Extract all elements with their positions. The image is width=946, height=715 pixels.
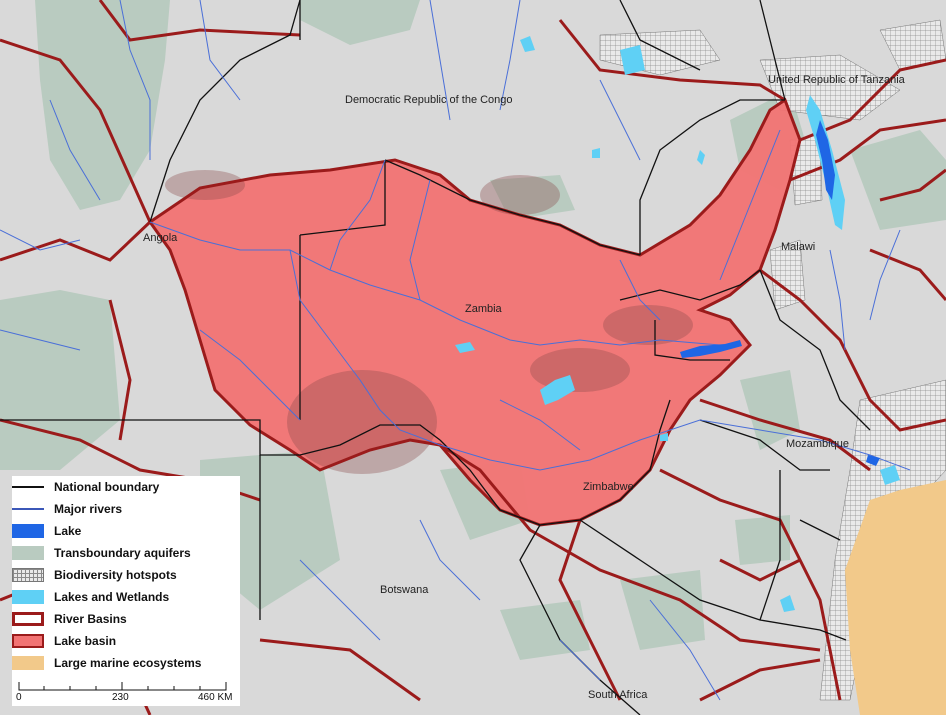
marine-ecosystem (845, 480, 946, 715)
major-rivers-symbol (12, 502, 44, 516)
legend-label: Large marine ecosystems (54, 656, 202, 670)
aquifer-overlap (165, 170, 693, 474)
legend-item-transboundary-aquifers: Transboundary aquifers (12, 544, 191, 562)
marine-symbol (12, 656, 44, 670)
map-legend: National boundary Major rivers Lake Tran… (12, 476, 240, 706)
legend-item-national-boundary: National boundary (12, 478, 159, 496)
major-rivers (0, 0, 911, 701)
legend-label: Major rivers (54, 502, 123, 516)
lakes (680, 120, 880, 466)
legend-item-river-basins: River Basins (12, 610, 127, 628)
label-tanzania: United Republic of Tanzania (768, 74, 906, 86)
legend-label: Transboundary aquifers (54, 546, 191, 560)
label-drc: Democratic Republic of the Congo (345, 94, 513, 106)
label-zimbabwe: Zimbabwe (583, 481, 634, 493)
lake-symbol (12, 524, 44, 538)
lake-basin (150, 100, 800, 525)
scale-bar: 0 230 460 KM (16, 680, 238, 706)
legend-item-lakes-wetlands: Lakes and Wetlands (12, 588, 169, 606)
legend-label: Lake (54, 524, 82, 538)
legend-label: River Basins (54, 612, 127, 626)
scale-tick-0: 0 (16, 692, 22, 703)
legend-item-major-rivers: Major rivers (12, 500, 122, 518)
national-boundary-symbol (12, 480, 44, 494)
label-malawi: Malawi (781, 241, 815, 253)
label-mozambique: Mozambique (786, 438, 849, 450)
lake-basin-symbol (12, 634, 44, 648)
legend-label: Lakes and Wetlands (54, 590, 170, 604)
aquifer-symbol (12, 546, 44, 560)
scale-bar-ruler (18, 682, 227, 691)
legend-label: National boundary (54, 480, 160, 494)
label-botswana: Botswana (380, 584, 429, 596)
label-angola: Angola (143, 232, 178, 244)
legend-item-biodiversity-hotspots: Biodiversity hotspots (12, 566, 177, 584)
legend-item-lake: Lake (12, 522, 81, 540)
label-south-africa: South Africa (588, 689, 648, 701)
river-basin-symbol (12, 612, 44, 626)
legend-label: Lake basin (54, 634, 117, 648)
scale-tick-460: 460 KM (198, 692, 233, 703)
wetlands-symbol (12, 590, 44, 604)
hotspot-symbol (12, 568, 44, 582)
label-zambia: Zambia (465, 303, 503, 315)
legend-item-marine: Large marine ecosystems (12, 654, 201, 672)
legend-item-lake-basin: Lake basin (12, 632, 116, 650)
legend-label: Biodiversity hotspots (54, 568, 177, 582)
scale-tick-230: 230 (112, 692, 129, 703)
